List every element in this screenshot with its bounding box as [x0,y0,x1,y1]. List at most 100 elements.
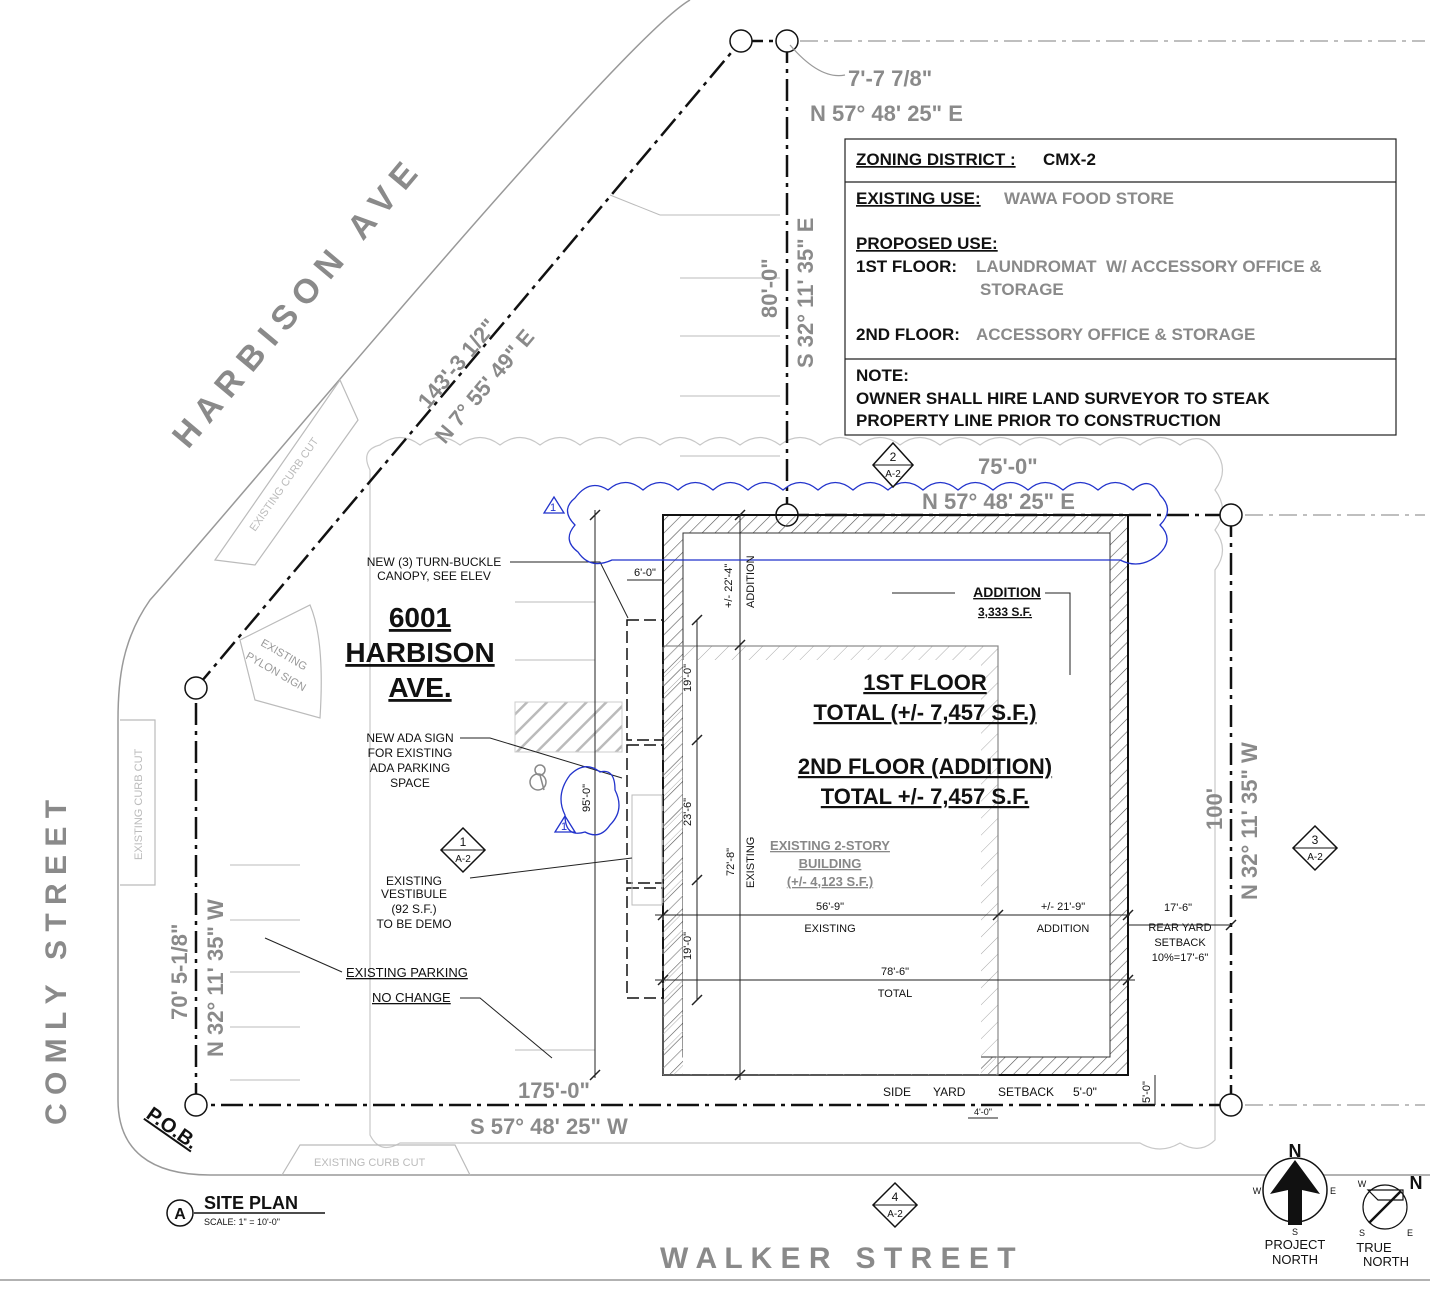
address-line-2: HARBISON [345,637,494,668]
existing-parking-callout: EXISTING PARKING [346,965,468,980]
section-marker-1: 1 A-2 [439,826,487,874]
true-north-icon: N S E W [1358,1173,1423,1238]
zoning-value: CMX-2 [1043,150,1096,169]
existing-building-line-1: EXISTING 2-STORY [770,838,890,853]
south-bearing: S 57° 48' 25" W [470,1114,628,1139]
dim-5ft: 5'-0" [1073,1085,1097,1099]
curb-cut-harbison-label: EXISTING CURB CUT [248,435,322,533]
dim-22ft: +/- 22'-4" [723,564,735,608]
revision-number-top: 1 [550,502,556,514]
curb-cut-harbison [213,378,359,566]
info-box [844,138,1397,436]
second-floor-value: ACCESSORY OFFICE & STORAGE [976,325,1255,344]
first-floor-total: TOTAL (+/- 7,457 S.F.) [813,700,1036,725]
ada-hatch-zone [514,701,623,753]
rear-setback-3: 10%=17'-6" [1152,952,1209,964]
parking-stripes [230,194,780,1081]
dim-total-h: TOTAL [878,988,912,1000]
rear-bearing: N 57° 48' 25" E [922,489,1075,514]
comly-street-label: C O M L Y S T R E E T [40,800,73,1125]
address-line-1: 6001 [389,602,451,633]
top-short-bearing: N 57° 48' 25" E [810,101,963,126]
first-floor-value-1: LAUNDROMAT W/ ACCESSORY OFFICE & [976,257,1322,276]
svg-text:A-2: A-2 [1307,852,1323,863]
property-extension-lines [800,40,1425,1106]
side-label: SIDE [883,1085,911,1099]
existing-building-interior [683,660,981,1074]
svg-text:3: 3 [1312,833,1319,847]
site-cloud-outline [366,436,1224,1150]
second-floor-total: TOTAL +/- 7,457 S.F. [821,784,1029,809]
dim-72ft: 72'-8" [725,848,737,876]
dimension-ticks [589,509,1237,1081]
south-length: 175'-0" [518,1078,590,1103]
revision-tag [542,495,577,833]
svg-text:W: W [1253,1186,1262,1196]
dim-78ft: 78'-6" [881,966,909,978]
svg-text:N: N [1289,1141,1302,1161]
note-line-1: OWNER SHALL HIRE LAND SURVEYOR TO STEAK [856,389,1270,408]
vestibule-callout-1: EXISTING [386,874,442,888]
existing-building-line-2: BUILDING [799,856,862,871]
dim-95ft: 95'-0" [581,784,593,812]
svg-text:N: N [1410,1173,1423,1193]
curb-cut-walker-label: EXISTING CURB CUT [314,1157,426,1169]
dim-19ft-b: 19'-0" [682,932,694,960]
street-curb-line [117,0,1430,1176]
revision-number-ada: 1 [561,821,567,833]
dim-19ft-a: 19'-0" [682,664,694,692]
title-block-letter: A [174,1206,186,1223]
title-block-circle [166,1199,194,1227]
yard-label: YARD [933,1085,966,1099]
dim-addition-v: ADDITION [745,555,757,608]
project-north-label-1: PROJECT [1265,1237,1326,1252]
section-marker-2: 2 A-2 [871,441,915,489]
curb-cut-comly [120,719,156,886]
dim-23ft: 23'-6" [682,798,694,826]
svg-text:E: E [1407,1228,1413,1238]
dim-existing-h: EXISTING [804,923,855,935]
ada-callout-3: ADA PARKING [370,761,450,775]
svg-text:S: S [1359,1228,1365,1238]
section-marker-3: 3 A-2 [1291,824,1339,872]
dim-17ft: 17'-6" [1164,902,1192,914]
existing-building-line-3: (+/- 4,123 S.F.) [787,874,873,889]
dim-existing-v: EXISTING [745,837,757,888]
site-plan-title: SITE PLAN [204,1193,298,1213]
svg-text:E: E [1330,1186,1336,1196]
svg-text:A-2: A-2 [885,469,901,480]
svg-text:4: 4 [892,1190,899,1204]
no-change-callout: NO CHANGE [372,990,451,1005]
second-floor-title: 2ND FLOOR (ADDITION) [798,754,1052,779]
dim-addition-h: ADDITION [1037,923,1090,935]
west-bearing: N 32° 11' 35" W [203,899,228,1057]
vestibule-callout-4: TO BE DEMO [376,917,451,931]
true-north-label-2: NORTH [1363,1254,1409,1269]
wheelchair-icon [529,764,547,791]
rear-length: 75'-0" [978,454,1038,479]
walker-street-label: W A L K E R S T R E E T [660,1242,1016,1275]
vestibule-callout-3: (92 S.F.) [391,902,436,916]
project-north-label-2: NORTH [1272,1252,1318,1267]
addition-area: 3,333 S.F. [978,605,1032,619]
svg-text:W: W [1358,1179,1367,1189]
dim-21ft: +/- 21'-9" [1041,901,1085,913]
upper-east-length: 80'-0" [757,258,782,318]
ada-callout-4: SPACE [390,776,430,790]
upper-east-bearing: S 32° 11' 35" E [793,218,818,368]
setback-label: SETBACK [998,1085,1054,1099]
second-floor-label: 2ND FLOOR: [856,325,960,344]
curb-cut-comly-label: EXISTING CURB CUT [133,748,145,860]
canopy-callout-2: CANOPY, SEE ELEV [377,569,491,583]
dim-56ft: 56'-9" [816,901,844,913]
svg-text:2: 2 [890,450,897,464]
dim-6ft: 6'-0" [634,567,656,579]
svg-text:S: S [1292,1227,1298,1237]
leader-lines [264,561,1071,1059]
svg-text:1: 1 [460,835,467,849]
rear-setback-2: SETBACK [1154,937,1206,949]
east-bearing: N 32° 11' 35" W [1237,742,1262,900]
canopy-outlines [626,619,664,999]
first-floor-label: 1ST FLOOR: [856,257,957,276]
